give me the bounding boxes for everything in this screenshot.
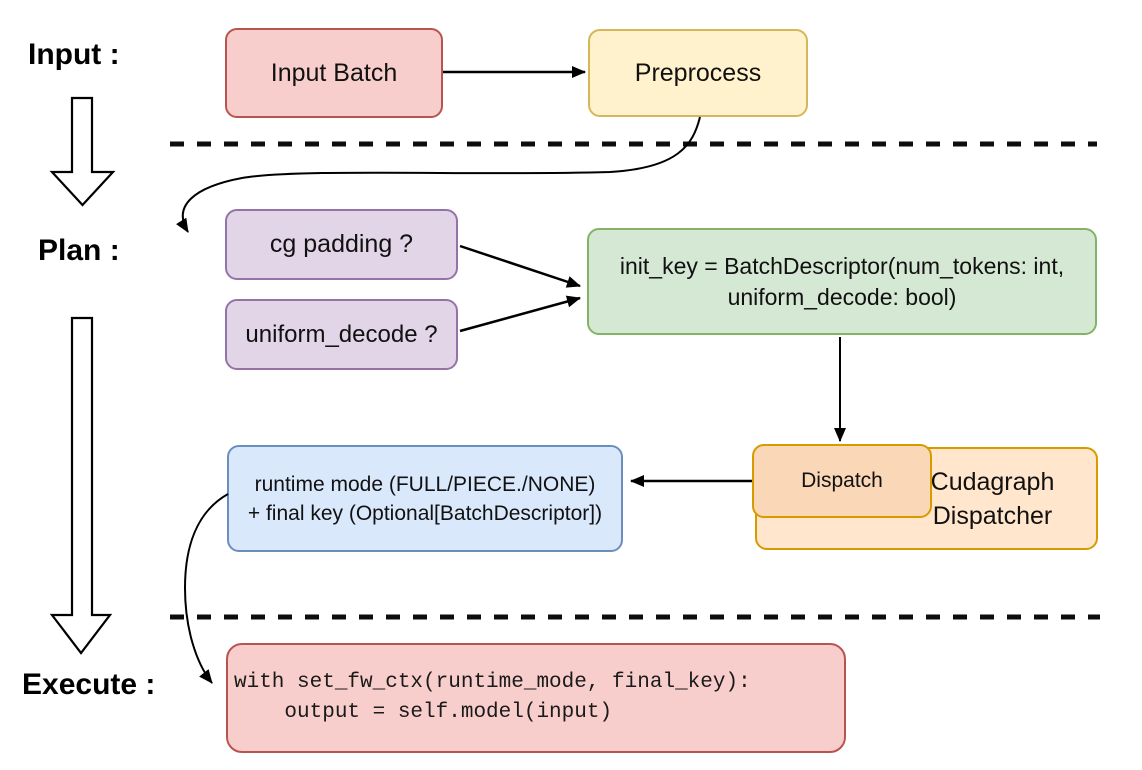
node-preprocess-label: Preprocess	[634, 58, 762, 87]
execute-code-line1: with set_fw_ctx(runtime_mode, final_key)…	[234, 671, 751, 694]
plan-stage-arrow-icon	[49, 316, 113, 655]
node-input-batch: Input Batch	[225, 28, 443, 118]
node-cudagraph-line1: Cudagraph	[930, 468, 1055, 496]
node-runtime-mode-line1: runtime mode (FULL/PIECE./NONE)	[254, 472, 596, 496]
node-init-key: init_key = BatchDescriptor(num_tokens: i…	[587, 228, 1097, 335]
node-cudagraph-dispatcher-label: Cudagraph Dispatcher	[905, 465, 1080, 533]
node-runtime-mode-line2: + final key (Optional[BatchDescriptor])	[247, 501, 603, 525]
stage-label-input: Input :	[28, 38, 120, 71]
node-cudagraph-line2: Dispatcher	[932, 502, 1053, 530]
node-uniform-decode-label: uniform_decode ?	[245, 320, 438, 348]
node-init-key-line2: uniform_decode: bool)	[727, 283, 957, 310]
node-runtime-mode: runtime mode (FULL/PIECE./NONE) + final …	[227, 445, 623, 552]
node-input-batch-label: Input Batch	[270, 58, 398, 87]
node-cg-padding: cg padding ?	[225, 209, 458, 280]
node-dispatch-label: Dispatch	[801, 469, 883, 492]
stage-label-plan: Plan :	[38, 234, 120, 267]
arrow-cg-padding-to-init-key	[459, 244, 581, 288]
node-dispatch: Dispatch	[752, 444, 932, 518]
arrow-uniform-decode-to-init-key	[459, 295, 581, 333]
node-preprocess: Preprocess	[588, 29, 808, 117]
input-stage-arrow-icon	[49, 96, 116, 207]
node-execute-code: with set_fw_ctx(runtime_mode, final_key)…	[226, 643, 846, 753]
node-cg-padding-label: cg padding ?	[269, 230, 414, 258]
stage-label-execute: Execute :	[22, 668, 156, 701]
execute-code-line2: output = self.model(input)	[234, 701, 613, 724]
node-init-key-line1: init_key = BatchDescriptor(num_tokens: i…	[619, 252, 1065, 279]
arrow-runtime-mode-to-execute	[183, 493, 229, 684]
node-uniform-decode: uniform_decode ?	[225, 299, 458, 370]
